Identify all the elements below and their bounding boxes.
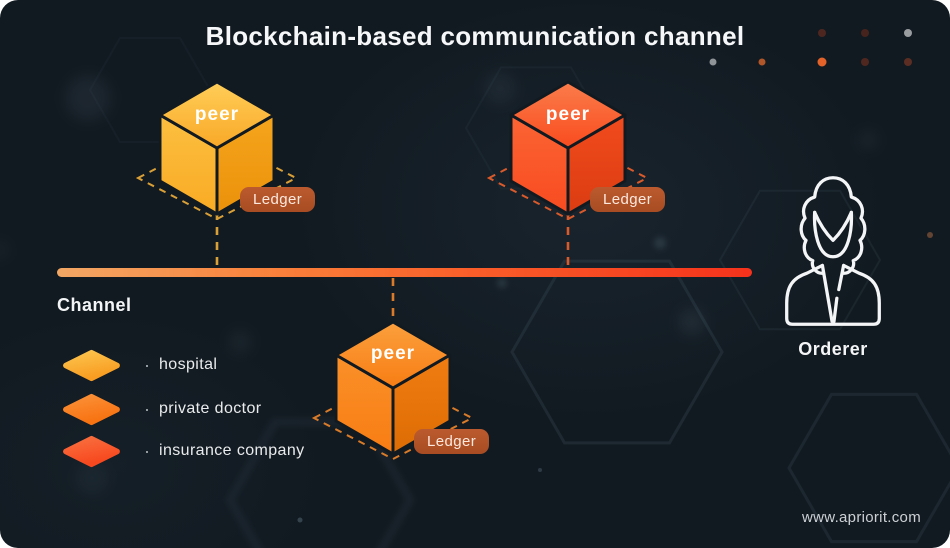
cube-top-face: [158, 80, 276, 150]
orderer-body: [785, 263, 881, 326]
website-url: www.apriorit.com: [802, 509, 921, 526]
orderer-face: [812, 210, 854, 259]
orderer-vneck-right: [832, 263, 846, 324]
legend-bullet: ·: [144, 441, 150, 461]
orderer-hair-outline: [799, 176, 867, 275]
peer-label-doctor: peer: [370, 343, 416, 364]
legend-item-insurance-company: · insurance company: [60, 434, 305, 468]
accent-dot-grid: [297, 29, 933, 523]
peer-cube-hospital: [158, 80, 276, 216]
orderer-person-icon: [785, 176, 881, 326]
ledger-badge-insurance: Ledger: [590, 187, 666, 212]
orderer-hair-fringe: [813, 210, 853, 243]
insurance-company-diamond-icon: [63, 435, 120, 467]
ledger-badge-doctor: Ledger: [414, 429, 490, 454]
page-title: Blockchain-based communication channel: [205, 21, 745, 51]
cube-top-face: [334, 320, 452, 390]
legend-item-hospital: · hospital: [60, 348, 217, 382]
glow-blobs: [0, 72, 877, 494]
legend-label: private doctor: [159, 400, 262, 417]
channel-bar: [57, 268, 752, 277]
legend-bullet: ·: [144, 355, 150, 375]
orderer-vneck-left: [820, 263, 834, 324]
hospital-diamond-icon: [63, 349, 120, 381]
legend-label: insurance company: [159, 442, 305, 459]
legend-item-private-doctor: · private doctor: [60, 392, 262, 426]
peer-label-hospital: peer: [194, 104, 240, 125]
private-doctor-diamond-icon: [63, 393, 120, 425]
orderer-label: Orderer: [798, 339, 868, 359]
legend-bullet: ·: [144, 399, 150, 419]
peer-cube-doctor: [334, 320, 452, 456]
ledger-badge-hospital: Ledger: [240, 187, 316, 212]
cube-top-face: [509, 80, 627, 150]
channel-label: Channel: [57, 295, 132, 315]
legend-label: hospital: [159, 356, 218, 373]
peer-label-insurance: peer: [545, 104, 591, 125]
